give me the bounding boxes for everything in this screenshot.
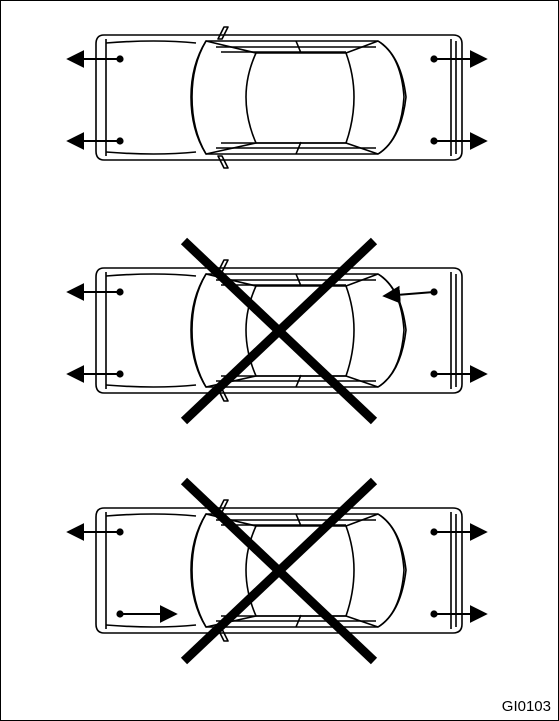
- car-windshield: [191, 40, 257, 155]
- tie-down-point-rear-bottom: [430, 610, 438, 618]
- diagram-incorrect-tie-down-front-inward: [66, 477, 488, 665]
- car-mirror-top: [217, 26, 229, 40]
- car-hood-line: [105, 273, 197, 388]
- car-body: [95, 267, 463, 394]
- car-windshield: [191, 513, 257, 628]
- tie-down-point-rear-top: [430, 55, 438, 63]
- tie-down-point-rear-bottom: [430, 370, 438, 378]
- car-door-lines: [216, 513, 376, 628]
- car-mirror-bottom: [217, 155, 229, 169]
- car-door-lines: [216, 40, 376, 155]
- diagram-correct-tie-down: [66, 26, 488, 169]
- cross-out-stroke-2: [180, 477, 378, 665]
- tie-down-arrow-rear-top-inward: [382, 285, 435, 304]
- cross-out-stroke-2: [180, 237, 378, 425]
- car-top-view: [95, 499, 463, 642]
- tie-down-point-front-bottom: [116, 610, 124, 618]
- tie-down-point-front-top: [116, 288, 124, 296]
- tie-down-point-front-bottom: [116, 137, 124, 145]
- car-cabin: [190, 273, 407, 388]
- tie-down-point-rear-top: [430, 528, 438, 536]
- car-cabin: [190, 513, 407, 628]
- tie-down-point-front-top: [116, 528, 124, 536]
- car-roof: [256, 52, 355, 144]
- car-hood-line: [105, 40, 197, 155]
- figure-code: GI0103: [501, 698, 551, 715]
- car-cabin: [190, 40, 407, 155]
- car-windshield: [191, 273, 257, 388]
- tie-down-point-front-bottom: [116, 370, 124, 378]
- car-roof: [256, 285, 355, 377]
- car-rear-bumper: [450, 512, 457, 629]
- car-rear-bumper: [450, 39, 457, 156]
- diagram-incorrect-tie-down-rear-inward: [66, 237, 488, 425]
- car-body: [95, 507, 463, 634]
- car-door-lines: [216, 273, 376, 388]
- tie-down-point-rear-top: [430, 288, 438, 296]
- tie-down-point-rear-bottom: [430, 137, 438, 145]
- car-hood-line: [105, 513, 197, 628]
- car-rear-bumper: [450, 272, 457, 389]
- car-top-view: [95, 26, 463, 169]
- car-roof: [256, 525, 355, 617]
- tie-down-point-front-top: [116, 55, 124, 63]
- car-body: [95, 34, 463, 161]
